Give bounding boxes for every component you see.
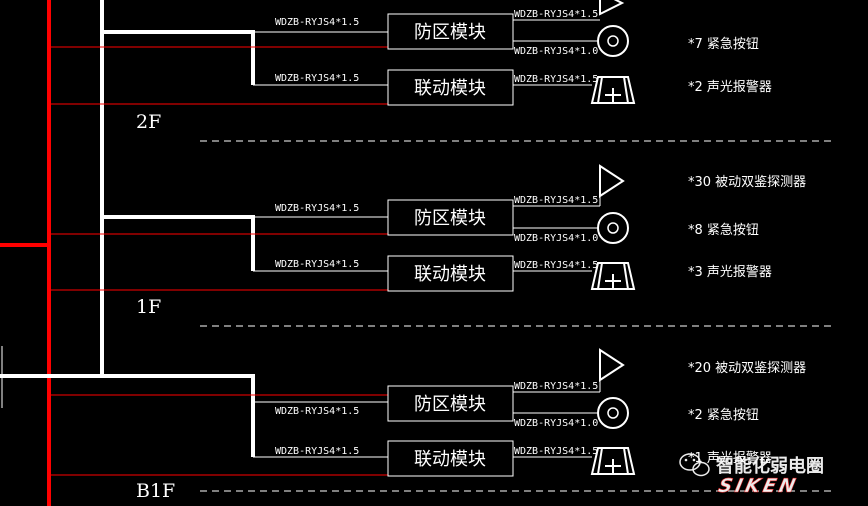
cable-label: WDZB-RYJS4*1.5 — [514, 446, 598, 457]
cable-label: WDZB-RYJS4*1.0 — [514, 233, 598, 244]
emergency-button-core — [607, 222, 619, 234]
emergency-button-core — [607, 35, 619, 47]
cable-label: WDZB-RYJS4*1.5 — [275, 259, 359, 270]
link-module-box — [387, 255, 514, 292]
zone-module-label: 防区模块 — [414, 394, 486, 415]
alarm-count-label: *1 声光报警器 — [688, 450, 772, 466]
alarm-count-label: *3 声光报警器 — [688, 264, 772, 280]
watermark-text: 智能化弱电圈 — [716, 455, 824, 477]
detector-icon — [599, 0, 625, 16]
cable-label: WDZB-RYJS4*1.5 — [514, 381, 598, 392]
floor-1f: WDZB-RYJS4*1.5 WDZB-RYJS4*1.5 防区模块 联动模块 … — [49, 164, 833, 327]
cable-label: WDZB-RYJS4*1.5 — [514, 195, 598, 206]
zone-module-label: 防区模块 — [414, 208, 486, 229]
cable-label: WDZB-RYJS4*1.5 — [514, 260, 598, 271]
detector-icon — [599, 164, 625, 198]
link-module-box — [387, 440, 514, 477]
cable-label: WDZB-RYJS4*1.0 — [514, 46, 598, 57]
button-count-label: *2 紧急按钮 — [688, 408, 759, 423]
cable-label: WDZB-RYJS4*1.5 — [275, 446, 359, 457]
emergency-button-core — [607, 407, 619, 419]
zone-module-box — [387, 199, 514, 236]
floor-2f: WDZB-RYJS4*1.5 WDZB-RYJS4*1.5 防区模块 联动模块 … — [49, 0, 833, 142]
detector-icon — [599, 348, 625, 382]
zone-module-box — [387, 385, 514, 422]
zone-module-label: 防区模块 — [414, 22, 486, 43]
floor-label: 1F — [136, 296, 161, 318]
cable-label: WDZB-RYJS4*1.5 — [275, 203, 359, 214]
bus-branch — [102, 30, 255, 85]
bus-branch — [102, 215, 255, 271]
cable-label: WDZB-RYJS4*1.0 — [514, 418, 598, 429]
alarm-count-label: *2 声光报警器 — [688, 79, 772, 95]
cable-label: WDZB-RYJS4*1.5 — [514, 74, 598, 85]
emergency-button-icon — [597, 212, 629, 244]
floor-label: B1F — [136, 480, 175, 502]
cable-label: WDZB-RYJS4*1.5 — [275, 406, 359, 417]
emergency-button-icon — [597, 25, 629, 57]
cable-label: WDZB-RYJS4*1.5 — [514, 9, 598, 20]
bus-branch — [102, 374, 255, 457]
alarm-icon — [590, 447, 636, 475]
alarm-icon — [590, 76, 636, 104]
watermark-logo: SIKEN — [716, 474, 800, 497]
link-module-box — [387, 69, 514, 106]
link-module-label: 联动模块 — [414, 449, 486, 470]
floor-label: 2F — [136, 111, 161, 133]
detector-count-label: *30 被动双鉴探测器 — [688, 175, 806, 190]
cable-label: WDZB-RYJS4*1.5 — [275, 17, 359, 28]
link-module-label: 联动模块 — [414, 264, 486, 285]
watermark: 智能化弱电圈 SIKEN — [679, 453, 824, 497]
link-module-label: 联动模块 — [414, 78, 486, 99]
button-count-label: *7 紧急按钮 — [688, 37, 759, 52]
emergency-button-icon — [597, 397, 629, 429]
wechat-icon — [679, 453, 710, 477]
button-count-label: *8 紧急按钮 — [688, 223, 759, 238]
floor-b1f: WDZB-RYJS4*1.5 WDZB-RYJS4*1.5 防区模块 联动模块 … — [49, 348, 833, 502]
zone-module-box — [387, 13, 514, 50]
alarm-icon — [590, 262, 636, 290]
cable-label: WDZB-RYJS4*1.5 — [275, 73, 359, 84]
detector-count-label: *20 被动双鉴探测器 — [688, 361, 806, 376]
